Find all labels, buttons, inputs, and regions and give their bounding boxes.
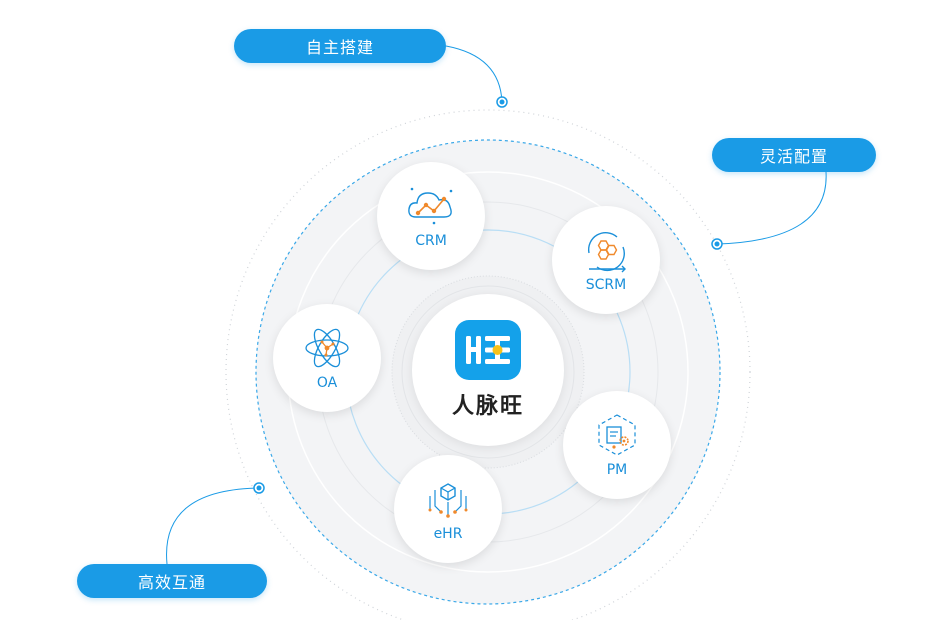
connector-right <box>717 171 827 245</box>
connector-bottom <box>166 487 259 565</box>
blue-dashed-ring <box>255 139 721 605</box>
module-pm: PM <box>563 391 671 499</box>
hexagon-cycle-icon <box>587 231 626 273</box>
tag-self-build: 自主搭建 <box>234 29 446 63</box>
brand-logo-mark <box>466 336 510 364</box>
module-ehr-label: eHR <box>433 526 463 542</box>
center-halo-ring <box>401 285 575 459</box>
center-hub: 人脉旺 <box>412 294 564 446</box>
tag-efficient-interop: 高效互通 <box>77 564 267 598</box>
outer-dotted-ring <box>225 109 751 620</box>
tag-flexible-config-label: 灵活配置 <box>759 147 828 166</box>
connector-bottom-dot-core <box>256 485 262 491</box>
atom-icon <box>305 328 349 368</box>
module-crm-label: CRM <box>415 233 447 249</box>
connector-top <box>445 45 503 103</box>
connector-right-dot-core <box>714 241 720 247</box>
module-scrm: SCRM <box>552 206 660 314</box>
tag-self-build-label: 自主搭建 <box>305 38 374 57</box>
cloud-chart-icon <box>408 187 453 225</box>
project-gear-icon <box>598 414 636 456</box>
tag-flexible-config: 灵活配置 <box>712 138 876 172</box>
brand-logo <box>455 320 521 380</box>
module-pm-label: PM <box>606 462 628 478</box>
module-crm: CRM <box>377 162 485 270</box>
circuit-cube-icon <box>428 483 468 518</box>
module-oa: OA <box>273 304 381 412</box>
center-halo-ticks <box>391 275 585 469</box>
brand-name: 人脉旺 <box>451 394 524 419</box>
module-oa-label: OA <box>316 375 338 391</box>
module-scrm-label: SCRM <box>585 277 627 293</box>
tag-efficient-interop-label: 高效互通 <box>137 573 206 592</box>
module-ehr: eHR <box>394 455 502 563</box>
connector-top-dot-core <box>499 99 505 105</box>
